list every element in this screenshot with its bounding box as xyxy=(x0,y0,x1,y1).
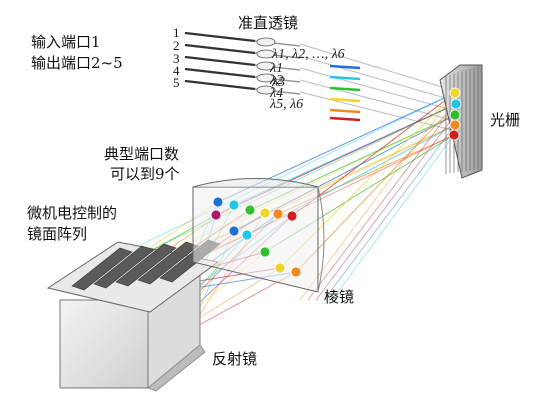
prism-spot xyxy=(228,199,240,211)
wavelength-dashes xyxy=(329,64,361,122)
fiber-line xyxy=(184,43,256,55)
wavelength-dash xyxy=(329,116,361,122)
mems-mirror-array xyxy=(46,239,221,313)
grating-to-reflector-beam xyxy=(331,134,455,301)
prism-beam-spots xyxy=(210,196,302,278)
wavelength-dash xyxy=(329,86,361,92)
typical-ports-label-2: 可以到9个 xyxy=(110,165,180,183)
grating-to-reflector-beam xyxy=(299,92,456,301)
port-number-1: 1 xyxy=(173,25,180,40)
grating xyxy=(439,64,483,179)
prism-spot xyxy=(259,207,271,219)
wavelength-label-5-6: λ5, λ6 xyxy=(269,97,303,112)
fiber-line xyxy=(184,79,256,91)
prism-spot xyxy=(241,229,253,241)
grating-spot xyxy=(449,109,461,121)
port-number-2: 2 xyxy=(173,38,180,53)
prism-spot xyxy=(290,266,302,278)
wavelength-dash xyxy=(329,75,361,81)
grating-spot xyxy=(449,119,461,131)
grating-to-reflector-beam xyxy=(323,124,456,301)
mems-mirror-strip xyxy=(71,247,133,291)
collimator-lens xyxy=(256,85,276,95)
prism-spot xyxy=(244,204,256,216)
prism-spot xyxy=(274,262,286,274)
fiber-line xyxy=(184,55,256,67)
grating-spot xyxy=(449,87,461,99)
reflector-label: 反射镜 xyxy=(212,350,257,368)
prism-spot xyxy=(259,246,271,258)
wavelength-label-1: λ1 xyxy=(269,61,283,76)
prism-spot xyxy=(210,209,222,221)
collimator-label: 准直透镜 xyxy=(238,14,298,32)
collimator-to-grating-beam xyxy=(299,79,453,121)
wavelength-dash xyxy=(329,108,361,114)
prism-label: 棱镜 xyxy=(324,288,354,306)
fiber-line xyxy=(184,67,256,79)
wavelength-label-3: λ3 xyxy=(271,75,285,90)
grating-spot xyxy=(450,98,462,110)
fiber-line xyxy=(184,31,256,43)
collimator-to-grating-beam xyxy=(299,55,453,101)
wavelength-label-all: λ1, λ2, …, λ6 xyxy=(271,47,345,62)
mems-mirror-strip xyxy=(93,245,155,289)
collimator-to-grating-beam xyxy=(299,91,453,131)
output-ports-label: 输出端口2~5 xyxy=(31,54,123,72)
port-number-5: 5 xyxy=(173,75,180,90)
prism-spot xyxy=(272,208,284,220)
typical-ports-label-1: 典型端口数 xyxy=(104,145,179,163)
collimator-lens xyxy=(256,49,276,59)
wavelength-label-2: λ2 xyxy=(269,73,283,88)
grating-to-prism-beam xyxy=(295,103,457,273)
grating-spot xyxy=(448,129,460,141)
prism-spot xyxy=(212,196,224,208)
prism-spot xyxy=(228,225,240,237)
prism xyxy=(192,178,325,293)
grating-to-mems-beam xyxy=(129,92,456,251)
collimator-to-grating-beam xyxy=(299,67,453,111)
wavelength-dash xyxy=(329,64,361,70)
grating-to-reflector-beam xyxy=(307,103,457,301)
collimator-lens xyxy=(256,37,276,47)
grating-to-reflector-beam xyxy=(315,114,456,301)
mems-mirror-strips xyxy=(71,239,221,291)
wavelength-label-4: λ4 xyxy=(269,86,283,101)
port-number-4: 4 xyxy=(173,63,180,78)
grating-to-prism-beam xyxy=(291,92,456,217)
input-port-label: 输入端口1 xyxy=(31,33,101,51)
collimator-lens xyxy=(256,61,276,71)
mems-label-2: 镜面阵列 xyxy=(27,225,87,243)
prism-spot xyxy=(286,210,298,222)
port-number-3: 3 xyxy=(173,51,180,66)
grating-label: 光栅 xyxy=(490,111,520,129)
fiber-array xyxy=(184,31,301,95)
collimator-lens xyxy=(256,73,276,83)
wavelength-dash xyxy=(329,97,361,103)
mems-mirror-strip xyxy=(115,243,177,287)
grating-beam-spots xyxy=(448,87,462,141)
mems-label-1: 微机电控制的 xyxy=(27,204,117,222)
collimator-to-grating-beam xyxy=(299,43,453,91)
